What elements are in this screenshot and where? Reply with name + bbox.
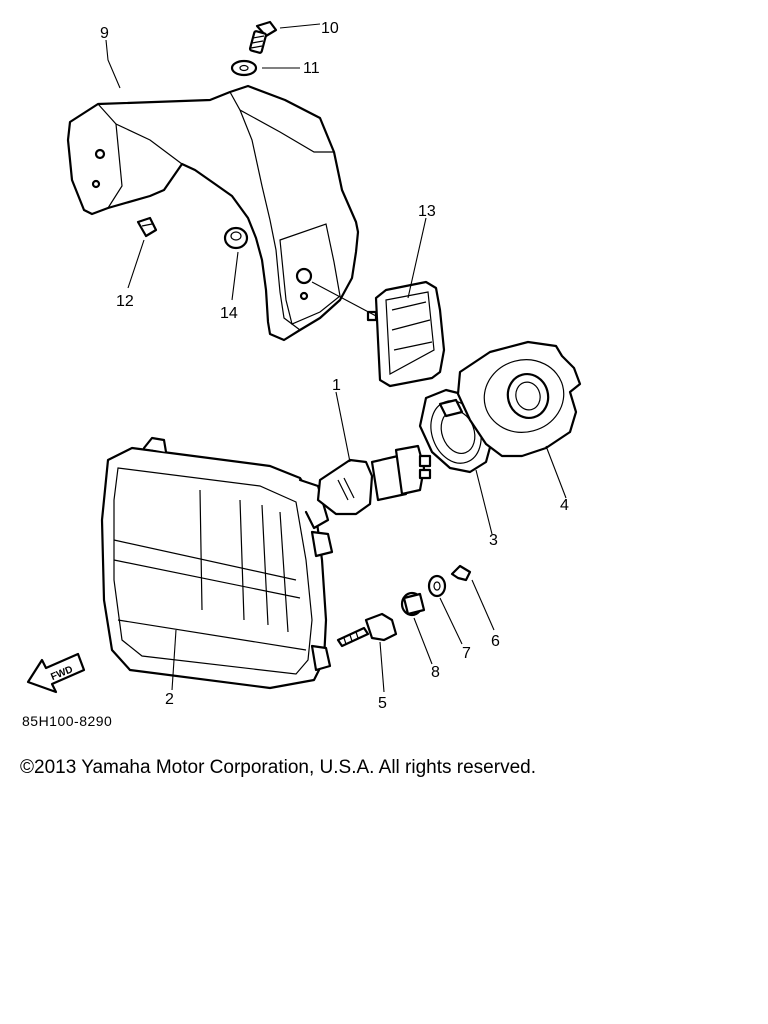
leader-lines [105,23,567,693]
part-1-bulb [316,444,432,516]
fwd-arrow: FWD [26,652,86,694]
part-10-screw [248,20,278,54]
callout-10: 10 [321,20,339,37]
callout-6: 6 [491,633,500,650]
callout-14: 14 [220,305,238,322]
callout-1: 1 [332,377,341,394]
callout-2: 2 [165,691,174,708]
callout-12: 12 [116,293,134,310]
headlight-exploded-diagram: FWD 9 10 11 12 14 13 1 4 3 6 7 8 2 5 [26,20,582,712]
part-9-headlight-cover [66,84,360,342]
part-8-grommet [400,591,426,617]
callout-7: 7 [462,645,471,662]
callout-5: 5 [378,695,387,712]
part-2-headlight-unit [100,436,334,690]
copyright-notice: ©2013 Yamaha Motor Corporation, U.S.A. A… [20,757,536,778]
callout-3: 3 [489,532,498,549]
callout-numbers: 9 10 11 12 14 13 1 4 3 6 7 8 2 5 [100,20,569,712]
part-6-clip [450,564,472,582]
part-4-rubber-cap [456,340,582,458]
part-7-washer [427,574,447,598]
callout-11: 11 [303,60,320,77]
callout-8: 8 [431,664,440,681]
part-12-grommet [136,216,158,238]
callout-13: 13 [418,203,436,220]
callout-4: 4 [560,497,569,514]
drawing-code: 85H100-8290 [22,713,113,729]
part-5-socket-bulb [336,612,398,648]
callout-9: 9 [100,25,109,42]
part-14-grommet [223,226,249,250]
part-13-reflector [366,280,446,388]
part-11-washer [230,59,258,77]
